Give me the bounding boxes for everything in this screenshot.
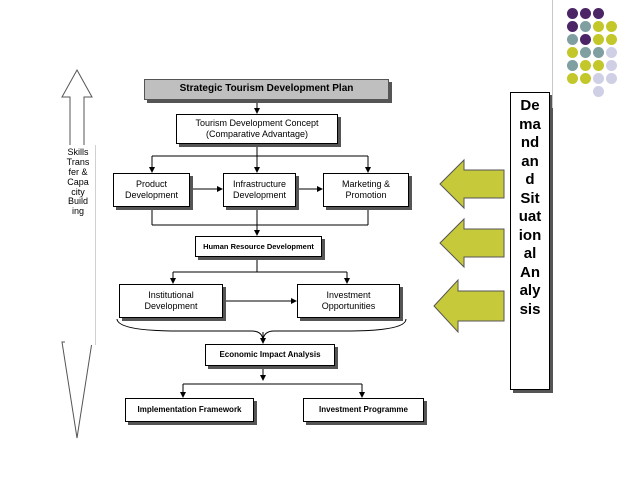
implementation-box: Implementation Framework: [125, 398, 254, 422]
dot-icon: [580, 21, 591, 32]
dot-icon: [567, 60, 578, 71]
marketing-box: Marketing & Promotion: [323, 173, 409, 207]
dot-icon: [606, 73, 617, 84]
dot-icon: [580, 60, 591, 71]
hr-box: Human Resource Development: [195, 236, 322, 257]
skills-transfer-label: Skills Trans fer & Capa city Build ing: [66, 147, 90, 217]
dot-icon: [593, 8, 604, 19]
dot-icon: [567, 47, 578, 58]
product-box: Product Development: [113, 173, 190, 207]
demand-analysis-box: De ma nd an d Sit uat ion al An aly sis: [510, 92, 550, 390]
infrastructure-box: Infrastructure Development: [223, 173, 296, 207]
dot-icon: [593, 60, 604, 71]
dot-icon: [593, 73, 604, 84]
dot-icon: [593, 86, 604, 97]
dot-icon: [593, 34, 604, 45]
dot-icon: [580, 8, 591, 19]
dot-icon: [606, 21, 617, 32]
dot-icon: [567, 21, 578, 32]
dot-icon: [593, 47, 604, 58]
institutional-box: Institutional Development: [119, 284, 223, 318]
dot-icon: [593, 21, 604, 32]
dot-icon: [567, 34, 578, 45]
economic-impact-box: Economic Impact Analysis: [205, 344, 335, 366]
dot-icon: [606, 34, 617, 45]
demand-analysis-label: De ma nd an d Sit uat ion al An aly sis: [518, 97, 542, 318]
investment-programme-box: Investment Programme: [303, 398, 424, 422]
dot-icon: [606, 60, 617, 71]
dot-icon: [580, 34, 591, 45]
skills-text-panel: [65, 145, 96, 345]
strategic-plan-box: Strategic Tourism Development Plan: [144, 79, 389, 100]
left-pointing-arrows: [433, 158, 505, 334]
dot-icon: [580, 73, 591, 84]
decorative-dot-grid: [0, 0, 638, 110]
decorative-vertical-line: [552, 0, 553, 108]
dot-icon: [606, 47, 617, 58]
dot-icon: [567, 73, 578, 84]
investment-opportunities-box: Investment Opportunities: [297, 284, 400, 318]
dot-icon: [580, 47, 591, 58]
concept-box: Tourism Development Concept (Comparative…: [176, 114, 338, 144]
dot-icon: [567, 8, 578, 19]
